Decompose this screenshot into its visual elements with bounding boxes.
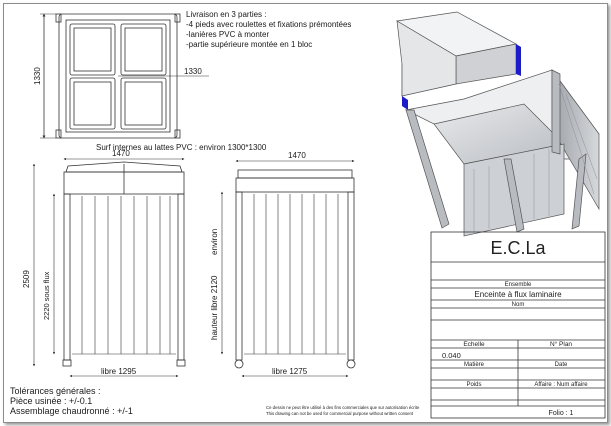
title-block [430,231,606,419]
dim-text-top-left: 1330 [33,67,42,85]
front-view [32,157,186,378]
tolerances-line-2: Assemblage chaudronné : +/-1 [10,406,133,416]
top-view-panel-br [120,77,167,130]
drawing-frame: 1330 1330 Surf internes au lattes PVC : … [3,3,608,423]
iso-blue-edge-right [516,44,521,76]
plan-label: N° Plan [550,340,572,348]
front-view-right-foot [176,359,186,367]
note-line-1: Livraison en 3 parties : [186,10,267,19]
date-label: Date [555,362,568,368]
top-view-panel-bl-inner [73,81,112,126]
isometric-view [395,11,600,237]
front-view-right-post [177,193,185,361]
top-view-lug [55,13,62,23]
top-view-panel-br-inner [124,81,163,126]
delivery-notes: Livraison en 3 parties : -4 pieds avec r… [186,10,351,49]
top-view-panel-tr [120,23,167,76]
top-view-lug [174,129,181,139]
tolerances-title: Tolérances générales : [10,386,101,396]
side-view-left-wheel [234,359,244,369]
dim-text-front-free: libre 1295 [101,367,137,376]
front-view-left-foot [62,359,72,367]
dim-text-side-environ: environ [210,229,219,255]
folio-label: Folio : 1 [549,410,574,417]
dim-text-side-free: libre 1275 [272,367,308,376]
side-view-right-post [347,191,355,361]
iso-top-front-face [396,20,457,97]
iso-post-right [571,153,587,230]
poids-label: Poids [466,382,481,388]
dim-text-front-width: 1470 [112,149,130,158]
drawing-canvas: 1330 1330 Surf internes au lattes PVC : … [10,10,606,419]
nom-label: Nom [512,302,525,308]
legal-text-fr: Ce dessin ne peut être utilisé à des fin… [266,405,420,410]
title-block-frame [430,231,606,419]
dim-text-side-height: hauteur libre 2120 [210,275,219,340]
tolerances: Tolérances générales : Pièce usinée : +/… [10,386,133,416]
side-view-top-plate [237,169,353,179]
tolerances-line-1: Pièce usinée : +/-0.1 [10,396,92,406]
note-line-4: -partie supérieure montée en 1 bloc [186,40,312,49]
top-view-lug [174,13,181,23]
top-view-panel-tl [69,23,116,76]
top-view-panel-tr-inner [124,27,163,72]
legal-text-en: This drawing can not be used for commerc… [266,411,414,416]
iso-strips [473,83,598,232]
side-view [220,159,356,378]
echelle-value: 0.040 [442,351,461,360]
dim-text-front-total: 2509 [22,270,31,288]
top-view-caption: Surf internes au lattes PVC : environ 13… [96,143,267,152]
front-view-pvc-strips [72,196,176,355]
front-view-left-post [63,193,71,361]
ensemble-label: Ensemble [505,282,532,288]
echelle-label: Echelle [463,341,485,348]
description-value: Enceinte à flux laminaire [474,290,562,299]
top-view [40,13,209,139]
note-line-2: -4 pieds avec roulettes et fixations pré… [186,20,351,29]
iso-post-back [551,69,561,155]
side-view-right-wheel [346,359,356,369]
matiere-label: Matière [464,362,485,368]
company-name: E.C.La [490,238,546,258]
top-view-panel-tl-inner [73,27,112,72]
affaire-label: Affaire : Num affaire [534,382,588,388]
note-line-3: -lanières PVC à monter [186,30,269,39]
top-view-panel-bl [69,77,116,130]
top-view-lug [55,129,62,139]
side-view-left-post [235,191,243,361]
dim-text-side-width: 1470 [288,151,306,160]
iso-post-mid [503,158,525,233]
dim-text-top-right: 1330 [184,67,202,76]
side-view-pvc-strips [244,194,346,355]
iso-post-left [405,109,450,229]
dim-text-front-flow: 2220 sous flux [42,271,51,320]
side-view-top-block [235,177,355,193]
iso-blue-edge-left [402,96,408,110]
